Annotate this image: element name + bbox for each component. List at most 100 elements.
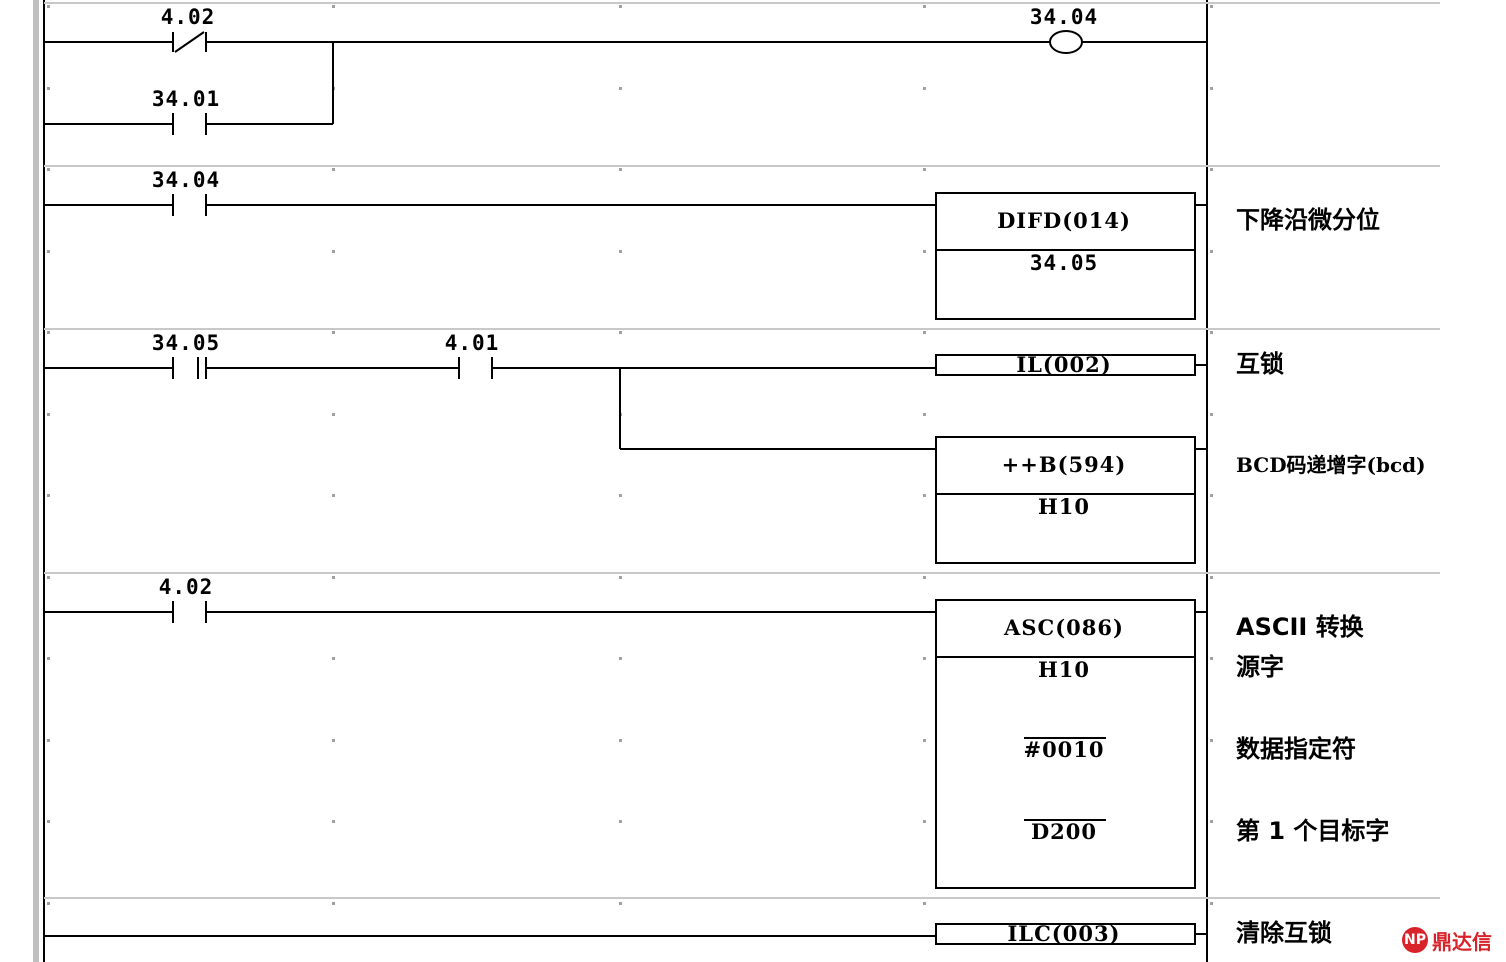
contact-label: 4.02 — [161, 5, 216, 29]
grid-dot — [332, 576, 335, 579]
no-contact-4-01[interactable] — [458, 357, 493, 379]
instruction-name: ILC(003) — [1007, 921, 1120, 946]
instruction-operand: H10 — [1038, 657, 1090, 682]
grid-dot — [1210, 331, 1213, 334]
grid-dot — [923, 87, 926, 90]
grid-dot — [332, 5, 335, 8]
watermark-icon: NP — [1402, 927, 1428, 953]
instruction-operand: 34.05 — [1030, 251, 1098, 275]
contact-label: 34.04 — [152, 168, 220, 192]
asc-instruction-block[interactable] — [935, 599, 1196, 889]
nc-contact-4-02[interactable] — [172, 31, 207, 53]
grid-dot — [332, 657, 335, 660]
grid-dot — [47, 576, 50, 579]
grid-dot — [619, 250, 622, 253]
grid-dot — [619, 576, 622, 579]
grid-dot — [332, 331, 335, 334]
left-rail-shadow — [33, 0, 39, 962]
grid-dot — [332, 413, 335, 416]
instruction-operand: D200 — [1031, 819, 1097, 844]
rung-comment: BCD码递增字(bcd) — [1236, 453, 1426, 477]
grid-dot — [47, 657, 50, 660]
instruction-operand: #0010 — [1023, 737, 1104, 762]
grid-dot — [1210, 576, 1213, 579]
output-coil-34-04[interactable] — [1049, 30, 1083, 54]
grid-dot — [47, 168, 50, 171]
contact-label: 4.01 — [445, 331, 500, 355]
grid-dot — [47, 250, 50, 253]
contact-label: 34.01 — [152, 87, 220, 111]
grid-dot — [47, 820, 50, 823]
grid-dot — [1210, 250, 1213, 253]
rung-comment: 下降沿微分位 — [1236, 206, 1380, 234]
operand-comment: 源字 — [1236, 653, 1284, 681]
rung-4: 4.02 ASC(086) H10 #0010 D200 ASCII 转换 源字… — [44, 575, 1389, 889]
rung-1: 4.02 34.04 34.01 — [44, 5, 1207, 135]
grid-dot — [923, 413, 926, 416]
grid-dot — [923, 331, 926, 334]
grid-dot — [923, 494, 926, 497]
increment-instruction-block[interactable] — [935, 436, 1196, 564]
rung-3: 34.05 4.01 IL(002) 互锁 ++B(594) H10 BCD码递… — [44, 331, 1426, 564]
grid-dot — [332, 250, 335, 253]
instruction-name: IL(002) — [1016, 352, 1111, 377]
rung-comment: 清除互锁 — [1236, 919, 1332, 947]
grid-dot — [47, 5, 50, 8]
no-contact-34-04[interactable] — [172, 194, 207, 216]
grid-dot — [1210, 494, 1213, 497]
grid-dot — [619, 657, 622, 660]
grid-dots — [47, 5, 1213, 905]
grid-dot — [923, 576, 926, 579]
grid-dot — [47, 331, 50, 334]
operand-comment: 数据指定符 — [1236, 735, 1356, 763]
grid-dot — [923, 5, 926, 8]
grid-dot — [1210, 739, 1213, 742]
grid-dot — [619, 331, 622, 334]
watermark-logo: NP 鼎达信 — [1402, 924, 1492, 956]
grid-dot — [619, 902, 622, 905]
grid-dot — [47, 413, 50, 416]
grid-dot — [1210, 902, 1213, 905]
grid-dot — [1210, 820, 1213, 823]
grid-dot — [47, 902, 50, 905]
falling-edge-contact-34-05[interactable] — [172, 357, 207, 379]
grid-dot — [923, 657, 926, 660]
no-contact-34-01[interactable] — [172, 113, 207, 135]
rung-2: 34.04 DIFD(014) 34.05 下降沿微分位 — [44, 168, 1380, 320]
rung-5: ILC(003) 清除互锁 — [44, 919, 1332, 947]
contact-label: 34.05 — [152, 331, 220, 355]
grid-dot — [619, 739, 622, 742]
grid-dot — [1210, 413, 1213, 416]
instruction-name: ++B(594) — [1002, 452, 1127, 477]
rung-comment: ASCII 转换 — [1236, 613, 1365, 641]
grid-dot — [619, 87, 622, 90]
instruction-operand: H10 — [1038, 494, 1090, 519]
grid-dot — [619, 5, 622, 8]
operand-comment: 第 1 个目标字 — [1236, 817, 1389, 845]
difd-instruction-block[interactable] — [935, 192, 1196, 320]
grid-dot — [923, 902, 926, 905]
grid-dot — [47, 739, 50, 742]
grid-dot — [332, 902, 335, 905]
grid-dot — [1210, 87, 1213, 90]
grid-dot — [923, 250, 926, 253]
grid-dot — [923, 739, 926, 742]
rung-comment: 互锁 — [1236, 350, 1284, 378]
grid-dot — [619, 168, 622, 171]
grid-dot — [332, 168, 335, 171]
grid-dot — [332, 494, 335, 497]
instruction-name: ASC(086) — [1003, 615, 1124, 640]
grid-dot — [923, 820, 926, 823]
watermark-text: 鼎达信 — [1432, 929, 1492, 954]
contact-label: 4.02 — [159, 575, 214, 599]
grid-dot — [47, 494, 50, 497]
grid-dot — [1210, 168, 1213, 171]
grid-dot — [923, 168, 926, 171]
grid-dot — [619, 820, 622, 823]
instruction-name: DIFD(014) — [997, 208, 1131, 233]
grid-dot — [47, 87, 50, 90]
grid-dot — [619, 494, 622, 497]
grid-dot — [332, 820, 335, 823]
coil-label: 34.04 — [1030, 5, 1098, 29]
no-contact-4-02[interactable] — [172, 601, 207, 623]
